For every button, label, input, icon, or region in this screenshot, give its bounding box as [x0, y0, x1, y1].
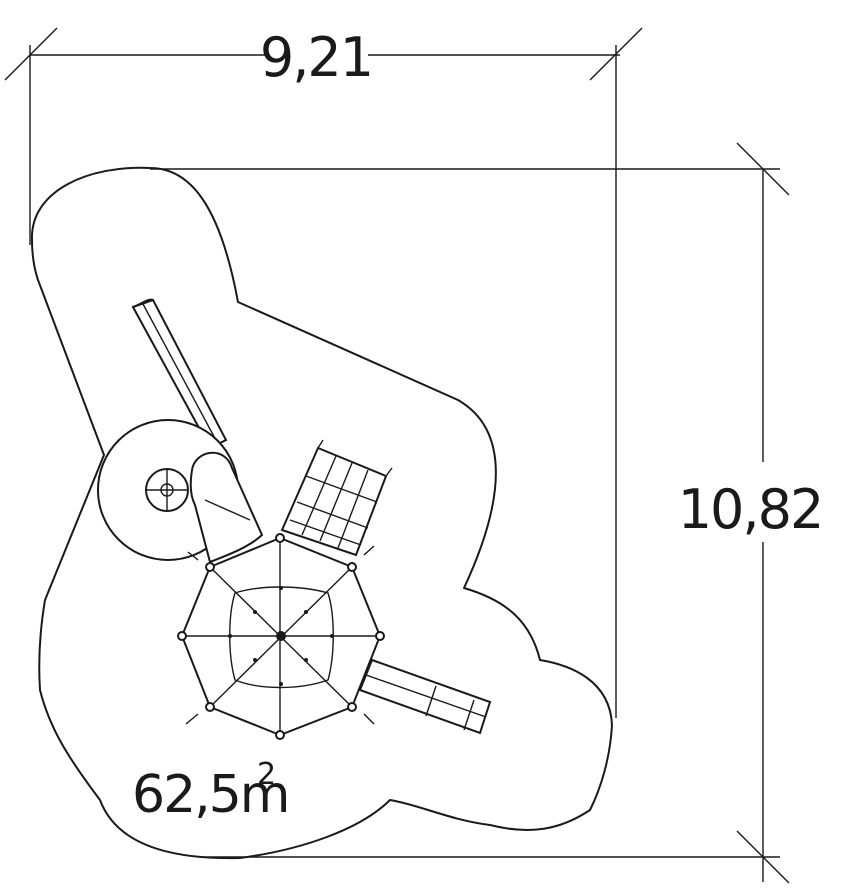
ramp-icon [358, 658, 492, 735]
height-label: 10,82 [678, 478, 823, 541]
safety-zone-outline [30, 166, 613, 860]
climbing-net-icon [280, 439, 393, 557]
width-label: 9,21 [260, 26, 372, 89]
height-dimension: 10,82 [150, 142, 824, 884]
width-dimension: 9,21 [4, 26, 643, 718]
slide-icon [131, 298, 228, 450]
spinner-icon [145, 468, 189, 512]
area-label: 62,5m 2 [132, 757, 290, 825]
area-value: 62,5m [132, 765, 288, 825]
main-tower-icon [177, 533, 385, 740]
area-superscript: 2 [257, 757, 276, 792]
tube-slide-icon [189, 451, 264, 564]
